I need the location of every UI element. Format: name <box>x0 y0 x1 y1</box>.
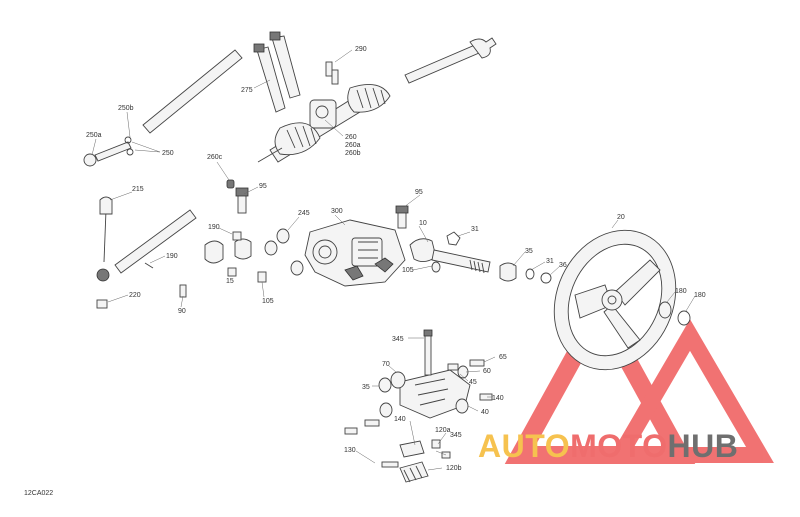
callout-180a: 180 <box>675 288 687 295</box>
callout-140a: 140 <box>492 395 504 402</box>
callout-65: 65 <box>499 354 507 361</box>
callout-105a: 105 <box>402 267 414 274</box>
callout-215: 215 <box>132 186 144 193</box>
callout-10: 10 <box>419 220 427 227</box>
watermark-part-hub: HUB <box>667 428 739 464</box>
callout-345a: 345 <box>392 336 404 343</box>
callout-290: 290 <box>355 46 367 53</box>
callout-40: 40 <box>481 409 489 416</box>
power-steering-unit <box>304 205 409 287</box>
callout-260: 260 <box>345 134 357 141</box>
callout-245: 245 <box>298 210 310 217</box>
callout-31a: 31 <box>471 226 479 233</box>
callout-35b: 35 <box>362 384 370 391</box>
callout-250: 250 <box>162 150 174 157</box>
callout-45: 45 <box>469 379 477 386</box>
callout-60: 60 <box>483 368 491 375</box>
callout-300: 300 <box>331 208 343 215</box>
callout-31b: 31 <box>546 258 554 265</box>
callout-70: 70 <box>382 361 390 368</box>
callout-140b: 140 <box>394 416 406 423</box>
callout-130: 130 <box>344 447 356 454</box>
callout-190b: 190 <box>208 224 220 231</box>
automotohub-logo-icon <box>504 291 774 464</box>
callout-180b: 180 <box>694 292 706 299</box>
callout-275: 275 <box>241 87 253 94</box>
callout-35a: 35 <box>525 248 533 255</box>
callout-120b: 120b <box>446 465 462 472</box>
steering-column-shaft <box>409 231 552 284</box>
callout-15: 15 <box>226 278 234 285</box>
callout-260b: 260b <box>345 150 361 157</box>
intermediate-shaft-assembly <box>179 187 304 298</box>
callout-220: 220 <box>129 292 141 299</box>
watermark-part-moto: MOTO <box>570 428 668 464</box>
callout-labels: 290 275 250b 250a 250 260 260a 260b 260c… <box>86 46 706 472</box>
callout-260a: 260a <box>345 142 361 149</box>
callout-250a: 250a <box>86 132 102 139</box>
leader-lines <box>91 49 696 471</box>
callout-190a: 190 <box>166 253 178 260</box>
lower-tie-rod-assembly <box>96 196 197 309</box>
watermark-text: AUTOMOTOHUB <box>478 430 738 462</box>
callout-260c: 260c <box>207 154 223 161</box>
callout-345b: 345 <box>450 432 462 439</box>
column-bracket-assembly <box>344 329 493 483</box>
callout-95b: 95 <box>415 189 423 196</box>
callout-105b: 105 <box>262 298 274 305</box>
steering-rack-assembly <box>83 31 497 189</box>
callout-36: 36 <box>559 262 567 269</box>
callout-20: 20 <box>617 214 625 221</box>
callout-250b: 250b <box>118 105 134 112</box>
steering-wheel <box>553 229 691 371</box>
callout-120a: 120a <box>435 427 451 434</box>
callout-95a: 95 <box>259 183 267 190</box>
watermark-part-auto: AUTO <box>478 428 571 464</box>
document-id: 12CA022 <box>24 490 54 497</box>
callout-90: 90 <box>178 308 186 315</box>
